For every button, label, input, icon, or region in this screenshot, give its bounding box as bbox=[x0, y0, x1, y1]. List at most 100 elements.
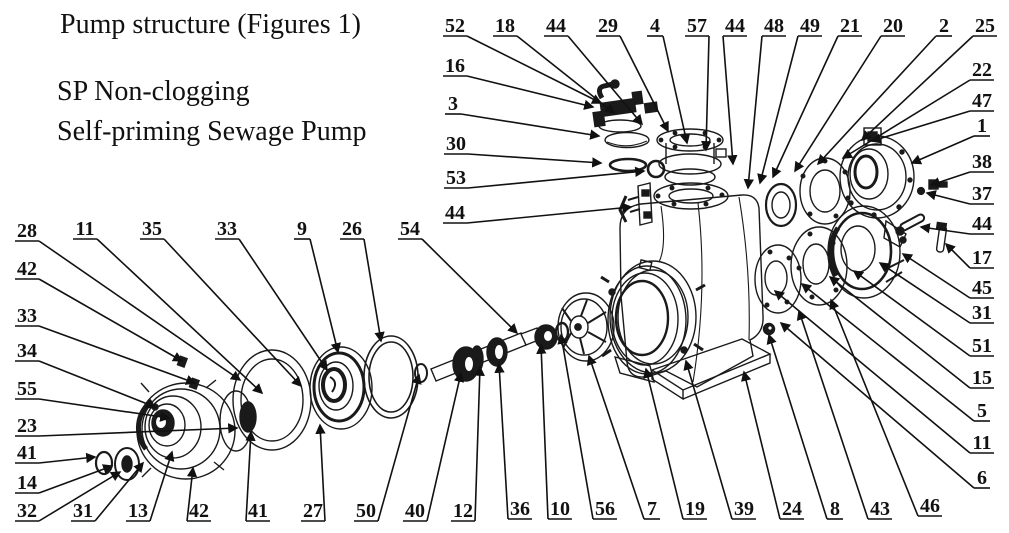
part-callout-20: 20 bbox=[794, 15, 905, 173]
impeller bbox=[557, 292, 615, 362]
part-number-label: 33 bbox=[217, 218, 237, 240]
part-callout-26: 26 bbox=[340, 218, 385, 343]
part-number-label: 27 bbox=[303, 500, 323, 522]
part-number-label: 42 bbox=[17, 258, 37, 280]
part-callout-44: 44 bbox=[722, 15, 747, 166]
part-callout-2: 2 bbox=[816, 15, 952, 166]
part-callout-39: 39 bbox=[683, 359, 756, 520]
part-callout-42: 42 bbox=[186, 466, 211, 522]
part-callout-51: 51 bbox=[852, 270, 994, 357]
part-number-label: 29 bbox=[598, 15, 618, 37]
part-number-label: 54 bbox=[400, 218, 420, 240]
part-number-label: 16 bbox=[445, 55, 465, 77]
part-number-label: 32 bbox=[17, 500, 37, 522]
figure-title: Pump structure (Figures 1) bbox=[60, 9, 361, 40]
part-callout-44: 44 bbox=[544, 15, 644, 126]
part-number-label: 22 bbox=[972, 59, 992, 81]
part-number-label: 42 bbox=[189, 500, 209, 522]
part-callout-55: 55 bbox=[15, 378, 171, 422]
part-callout-19: 19 bbox=[643, 367, 707, 520]
gasket-ring bbox=[232, 349, 312, 451]
part-number-label: 48 bbox=[764, 15, 784, 37]
part-callout-25: 25 bbox=[860, 15, 997, 142]
part-callout-34: 34 bbox=[15, 340, 157, 409]
part-callout-41: 41 bbox=[245, 430, 270, 522]
part-number-label: 36 bbox=[510, 498, 530, 520]
part-callout-21: 21 bbox=[771, 15, 862, 179]
part-callout-49: 49 bbox=[757, 15, 822, 185]
part-number-label: 18 bbox=[495, 15, 515, 37]
part-number-label: 28 bbox=[17, 220, 37, 242]
part-number-label: 31 bbox=[972, 302, 992, 324]
part-callout-7: 7 bbox=[586, 354, 660, 520]
part-number-label: 17 bbox=[972, 247, 992, 269]
part-callout-43: 43 bbox=[796, 309, 892, 520]
part-callout-17: 17 bbox=[944, 242, 994, 269]
part-number-label: 13 bbox=[128, 500, 148, 522]
part-number-label: 47 bbox=[972, 90, 992, 112]
part-number-label: 24 bbox=[782, 498, 802, 520]
part-number-label: 21 bbox=[840, 15, 860, 37]
part-number-label: 57 bbox=[687, 15, 707, 37]
part-number-label: 39 bbox=[734, 498, 754, 520]
part-callout-29: 29 bbox=[596, 15, 669, 133]
part-callout-15: 15 bbox=[828, 276, 994, 389]
part-number-label: 56 bbox=[595, 498, 615, 520]
part-number-label: 19 bbox=[685, 498, 705, 520]
shaft-assembly bbox=[414, 321, 570, 383]
part-number-label: 8 bbox=[830, 498, 840, 520]
part-callout-22: 22 bbox=[841, 59, 994, 159]
part-callout-56: 56 bbox=[557, 333, 617, 520]
priming-valve-assembly bbox=[592, 79, 659, 133]
part-callout-27: 27 bbox=[301, 423, 326, 522]
part-number-label: 33 bbox=[17, 305, 37, 327]
part-number-label: 7 bbox=[647, 498, 657, 520]
part-callout-33: 33 bbox=[215, 218, 328, 372]
part-callout-40: 40 bbox=[403, 371, 465, 522]
part-callout-41: 41 bbox=[15, 442, 97, 464]
part-number-label: 38 bbox=[972, 151, 992, 173]
part-number-label: 44 bbox=[546, 15, 566, 37]
part-callout-54: 54 bbox=[398, 218, 519, 335]
part-callout-4: 4 bbox=[647, 15, 691, 145]
part-callout-53: 53 bbox=[444, 166, 646, 189]
part-callout-37: 37 bbox=[925, 183, 994, 205]
part-callout-44: 44 bbox=[919, 213, 994, 235]
part-callout-46: 46 bbox=[829, 298, 942, 517]
part-callout-12: 12 bbox=[451, 365, 485, 522]
part-number-label: 20 bbox=[883, 15, 903, 37]
part-number-label: 31 bbox=[73, 500, 93, 522]
part-callout-13: 13 bbox=[126, 450, 175, 522]
part-number-label: 44 bbox=[972, 213, 992, 235]
part-callout-1: 1 bbox=[910, 115, 990, 165]
part-number-label: 11 bbox=[76, 218, 95, 240]
part-callout-10: 10 bbox=[536, 343, 572, 520]
part-callout-8: 8 bbox=[766, 333, 843, 520]
part-callout-45: 45 bbox=[901, 253, 994, 299]
part-number-label: 35 bbox=[142, 218, 162, 240]
part-number-label: 44 bbox=[725, 15, 745, 37]
part-callout-57: 57 bbox=[685, 15, 712, 152]
volute-casing-cover bbox=[607, 259, 688, 383]
part-number-label: 6 bbox=[977, 467, 987, 489]
part-callout-30: 30 bbox=[444, 133, 603, 168]
part-number-label: 49 bbox=[800, 15, 820, 37]
part-number-label: 41 bbox=[17, 442, 37, 464]
part-number-label: 53 bbox=[446, 167, 466, 189]
part-callout-5: 5 bbox=[800, 283, 990, 422]
part-callout-11: 11 bbox=[773, 290, 994, 454]
part-number-label: 9 bbox=[297, 218, 307, 240]
part-number-label: 30 bbox=[446, 133, 466, 155]
part-callout-31: 31 bbox=[71, 461, 144, 522]
part-number-label: 11 bbox=[973, 432, 992, 454]
part-number-label: 40 bbox=[405, 500, 425, 522]
part-number-label: 41 bbox=[248, 500, 268, 522]
part-callout-28: 28 bbox=[15, 220, 242, 381]
pump-type-line1: SP Non-clogging bbox=[57, 76, 250, 107]
pump-body bbox=[600, 194, 772, 401]
valve-bracket bbox=[618, 182, 653, 226]
part-callout-36: 36 bbox=[494, 362, 532, 520]
part-number-label: 23 bbox=[17, 415, 37, 437]
